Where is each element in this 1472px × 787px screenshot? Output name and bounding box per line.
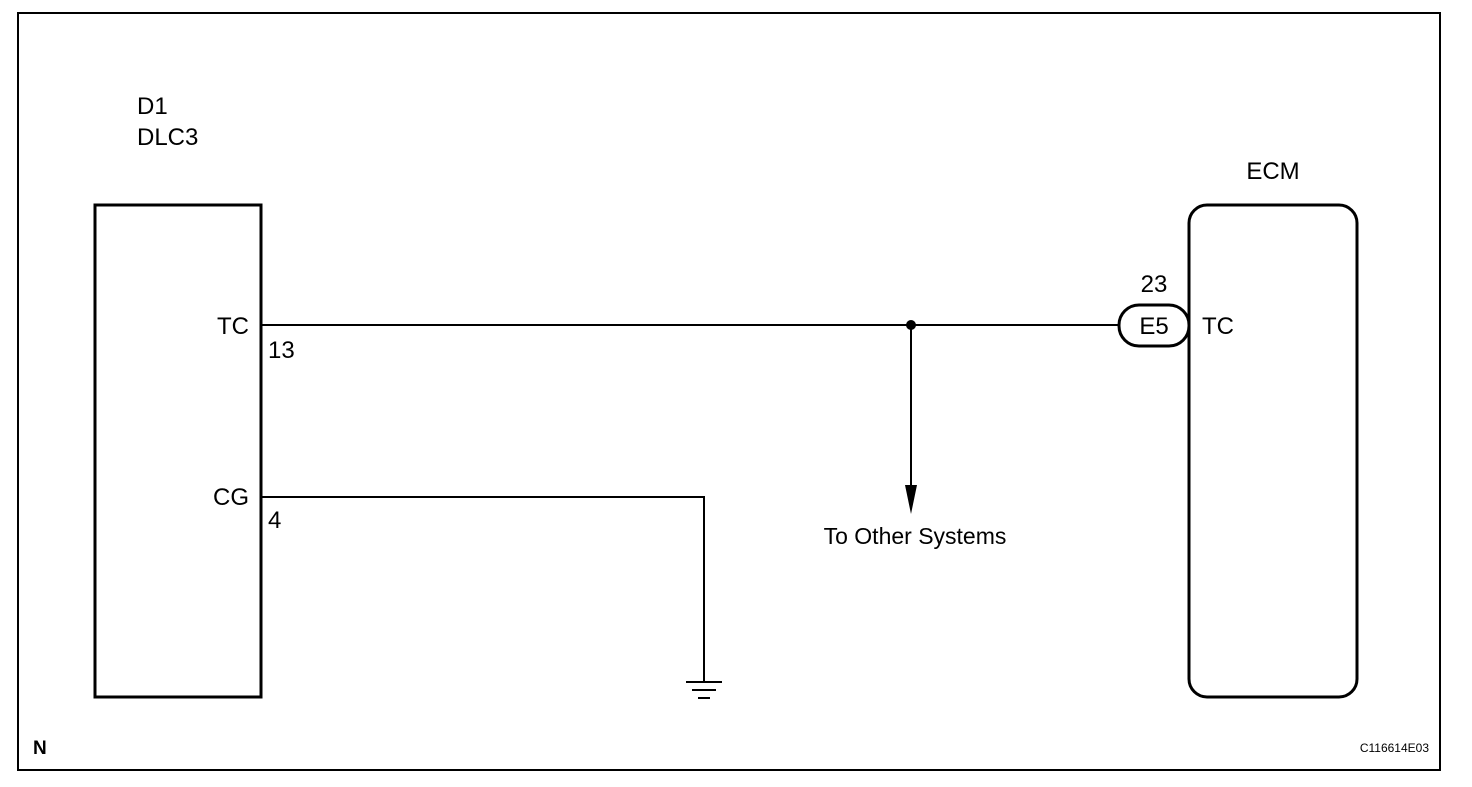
branch-arrow-icon xyxy=(905,485,917,514)
figure-id: C116614E03 xyxy=(1360,741,1429,755)
ecm-name-label: ECM xyxy=(1246,158,1299,185)
dlc3-name-label: DLC3 xyxy=(137,124,198,151)
dlc3-pin-cg-label: CG xyxy=(213,484,249,511)
dlc3-pin-cg-number: 4 xyxy=(268,507,281,534)
dlc3-ref-label: D1 xyxy=(137,93,168,120)
ecm-component-box xyxy=(1187,203,1359,699)
branch-label: To Other Systems xyxy=(824,523,1007,549)
ecm-connector-badge xyxy=(1117,303,1191,348)
dlc3-component-box xyxy=(93,203,263,699)
cg-ground-wire xyxy=(261,496,705,681)
dlc3-pin-tc-label: TC xyxy=(217,313,249,340)
diagram-frame xyxy=(17,12,1441,771)
ecm-pin-tc-label: TC xyxy=(1202,313,1234,340)
ecm-connector-label: E5 xyxy=(1139,313,1168,340)
ecm-pin-number: 23 xyxy=(1141,271,1168,298)
ground-icon xyxy=(686,681,722,699)
dlc3-pin-tc-number: 13 xyxy=(268,337,295,364)
corner-mark: N xyxy=(33,738,47,759)
